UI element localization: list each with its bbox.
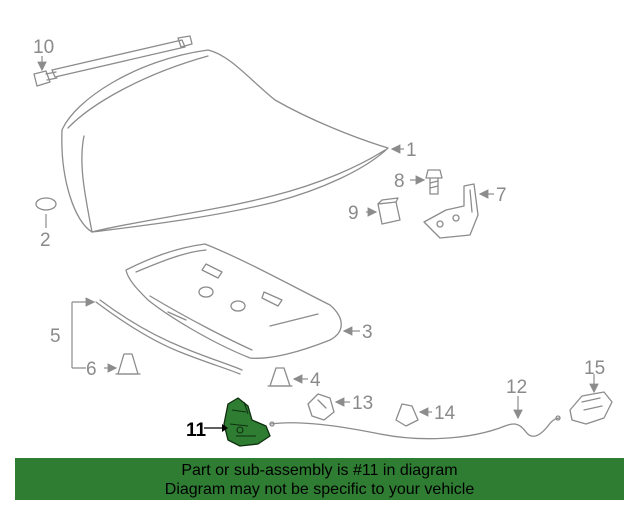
hood-parts-diagram: 10 1 2 8 9 <box>33 35 613 447</box>
callout-7: 7 <box>496 185 507 206</box>
part-4-clip <box>267 367 308 387</box>
banner-line-part-number: Part or sub-assembly is #11 in diagram <box>181 462 458 479</box>
banner-line-disclaimer: Diagram may not be specific to your vehi… <box>164 481 475 498</box>
part-13-cable-clamp <box>307 393 350 421</box>
part-14-clip <box>395 403 432 427</box>
callout-15: 15 <box>584 358 605 379</box>
part-12-release-cable <box>269 396 561 440</box>
part-10-hood-support-strut <box>33 35 193 87</box>
part-2-seal <box>35 197 57 228</box>
callout-13: 13 <box>352 393 373 414</box>
part-7-hood-hinge <box>423 183 494 239</box>
part-15-release-handle <box>569 374 613 425</box>
callout-9: 9 <box>348 203 359 224</box>
callout-5: 5 <box>50 326 61 347</box>
callout-3: 3 <box>362 322 373 343</box>
callout-14: 14 <box>434 403 456 424</box>
callout-2: 2 <box>40 230 51 251</box>
callout-11: 11 <box>186 420 207 441</box>
part-9-hood-bumper <box>366 197 401 225</box>
part-11-hood-lock-assembly <box>204 397 271 447</box>
part-8-bolt <box>410 169 443 195</box>
part-info-banner: Part or sub-assembly is #11 in diagram D… <box>15 458 624 500</box>
part-1-hood-panel <box>61 49 404 233</box>
callout-6: 6 <box>86 359 97 380</box>
part-3-hood-insulator <box>125 243 360 359</box>
callout-4: 4 <box>310 370 321 391</box>
part-6-clip <box>104 353 141 375</box>
part-5-hood-weatherstrip <box>71 297 243 375</box>
callout-10: 10 <box>33 37 54 58</box>
callout-8: 8 <box>394 171 405 192</box>
callout-12: 12 <box>506 377 527 398</box>
callout-1: 1 <box>406 140 417 161</box>
